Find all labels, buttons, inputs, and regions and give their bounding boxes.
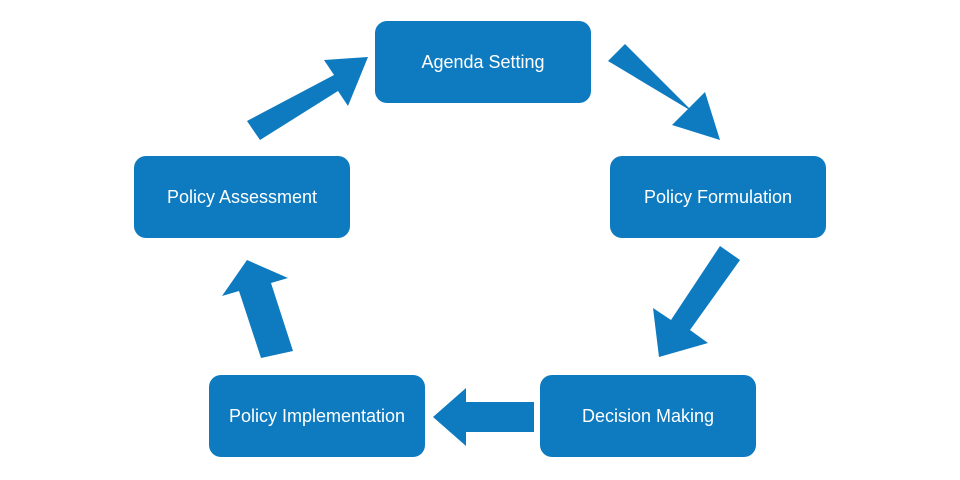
arrow-decision-to-implementation: [433, 388, 534, 446]
node-agenda-setting: Agenda Setting: [375, 21, 591, 103]
node-decision-making: Decision Making: [540, 375, 756, 457]
arrow-agenda-to-formulation: [608, 44, 720, 140]
node-policy-implementation-label: Policy Implementation: [228, 405, 406, 426]
arrow-formulation-to-decision: [653, 246, 740, 357]
arrow-implementation-to-assessment: [222, 260, 293, 358]
node-decision-making-label: Decision Making: [581, 405, 715, 426]
node-policy-implementation: Policy Implementation: [209, 375, 425, 457]
arrow-assessment-to-agenda: [247, 57, 368, 140]
node-policy-formulation-label: Policy Formulation: [643, 186, 793, 207]
node-policy-assessment: Policy Assessment: [134, 156, 350, 238]
node-agenda-setting-label: Agenda Setting: [421, 51, 545, 72]
node-policy-assessment-label: Policy Assessment: [166, 186, 318, 207]
node-policy-formulation: Policy Formulation: [610, 156, 826, 238]
